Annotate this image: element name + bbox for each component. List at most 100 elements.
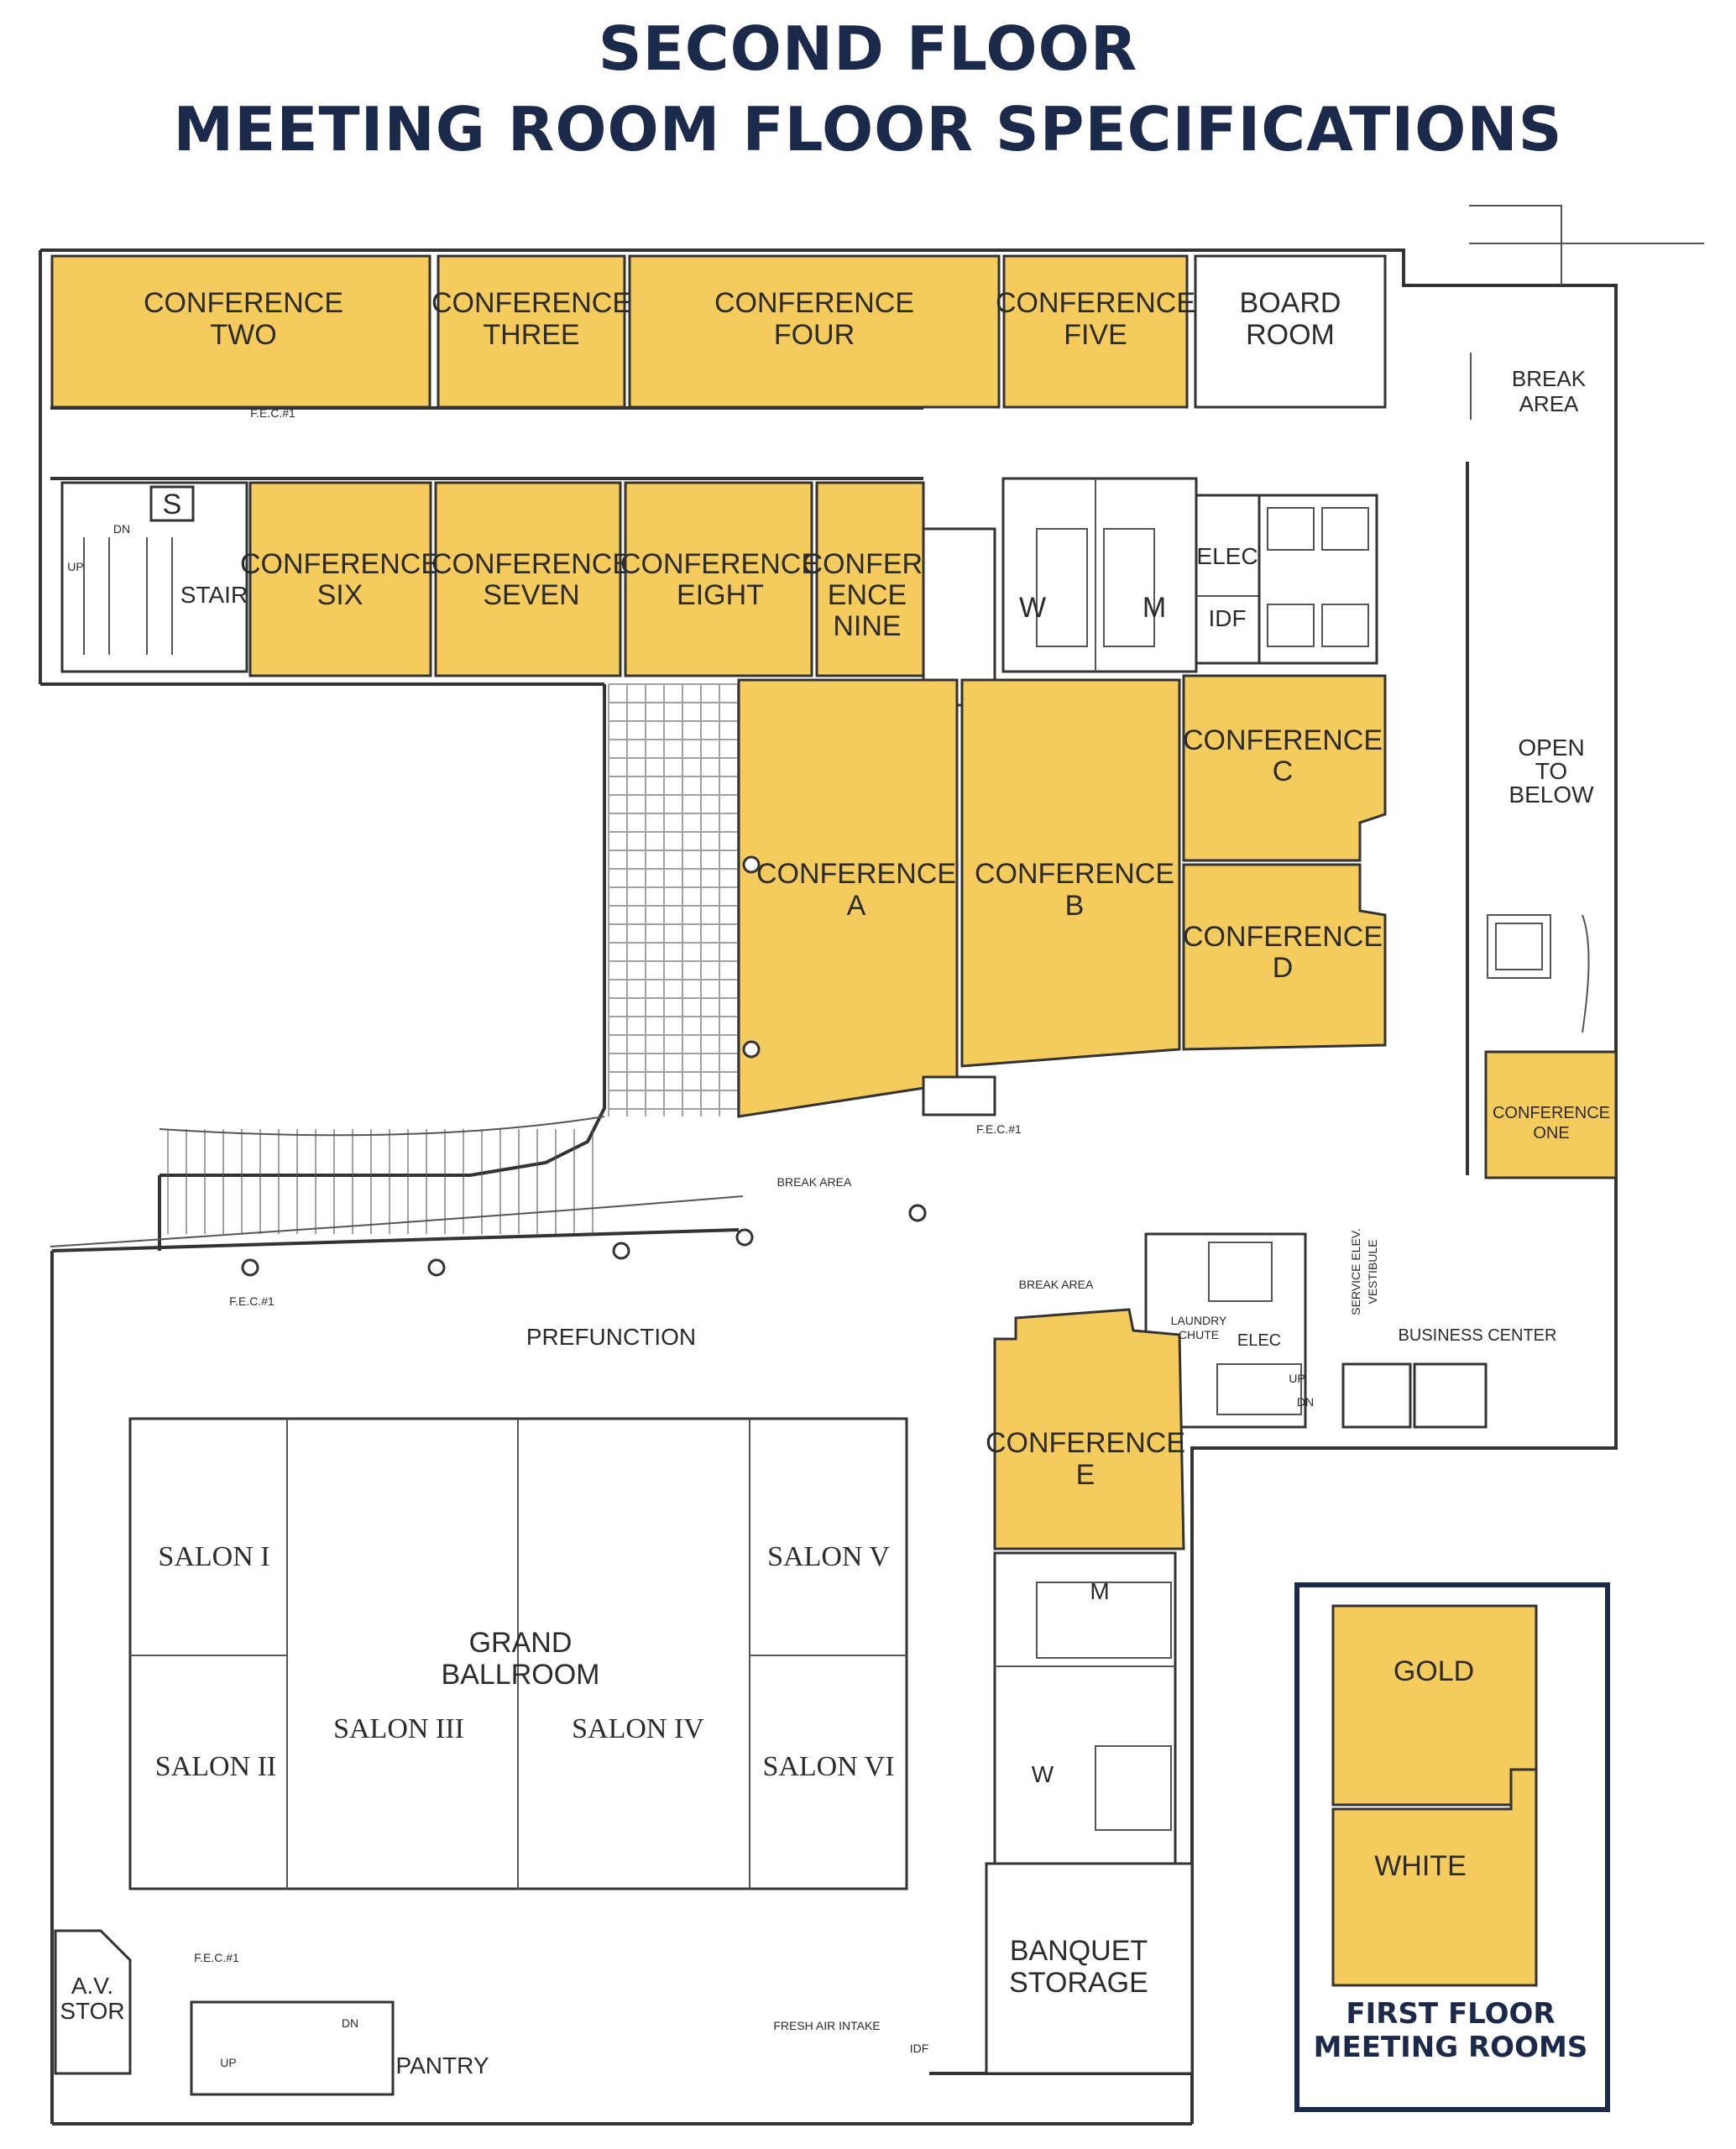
conference-eight-label-1: CONFERENCE — [620, 548, 820, 580]
conference-b-label-1: CONFERENCE — [975, 858, 1174, 890]
service-stair-up-label: UP — [1289, 1372, 1305, 1385]
conference-c-label-1: CONFERENCE — [1183, 724, 1383, 756]
stair-room: S STAIR UP DN — [60, 481, 248, 673]
column — [241, 1258, 259, 1277]
break-area-service-label: BREAK AREA — [1019, 1278, 1094, 1291]
break-area-label-2: AREA — [1519, 391, 1579, 416]
conference-one-room[interactable]: CONFERENCE ONE — [1484, 1050, 1618, 1179]
conference-b-room[interactable]: CONFERENCE B — [960, 678, 1181, 1068]
banquet-storage-room: BANQUET STORAGE — [985, 1862, 1194, 2075]
column — [742, 1040, 761, 1059]
structural-columns — [241, 855, 927, 1277]
av-stor-label-2: STOR — [60, 1998, 124, 2024]
conference-nine-room[interactable]: CONFER- ENCE NINE — [803, 481, 933, 677]
conference-five-room[interactable]: CONFERENCE FIVE — [996, 254, 1195, 409]
stair-dn-label: DN — [113, 522, 130, 536]
grand-ballroom-label-1: GRAND — [469, 1627, 573, 1659]
av-storage-room: A.V. STOR — [54, 1929, 132, 2075]
salon-ii-label: SALON II — [155, 1751, 276, 1782]
conference-e-label-1: CONFERENCE — [986, 1427, 1185, 1459]
mens-restroom-bottom-label: M — [1090, 1578, 1109, 1604]
stair-up-label: UP — [67, 560, 83, 573]
title-line-1: SECOND FLOOR — [598, 13, 1138, 84]
conference-seven-label-2: SEVEN — [483, 579, 579, 611]
idf-bottom-label: IDF — [910, 2042, 929, 2055]
elevator-shaft — [922, 1075, 996, 1116]
conference-eight-label-2: EIGHT — [677, 579, 764, 611]
conference-three-label-2: THREE — [483, 319, 579, 351]
conference-five-label-2: FIVE — [1064, 319, 1127, 351]
break-area-label-1: BREAK — [1512, 366, 1587, 391]
conference-e-room[interactable]: CONFERENCE E — [986, 1308, 1185, 1550]
conference-five-label-1: CONFERENCE — [996, 287, 1195, 319]
conference-two-label-2: TWO — [210, 319, 276, 351]
pantry-stair-up-label: UP — [220, 2056, 236, 2069]
fresh-air-intake-label: FRESH AIR INTAKE — [773, 2019, 880, 2032]
laundry-chute-label-2: CHUTE — [1179, 1328, 1219, 1341]
conference-six-label-1: CONFERENCE — [240, 548, 440, 580]
salon-iv-label: SALON IV — [572, 1713, 704, 1744]
board-room[interactable]: BOARD ROOM — [1194, 254, 1387, 409]
elec-idf-rooms: ELEC IDF — [1195, 494, 1378, 665]
gold-label: GOLD — [1394, 1655, 1474, 1687]
pantry-label: PANTRY — [396, 2052, 489, 2078]
conference-four-label-2: FOUR — [774, 319, 855, 351]
conference-d-room[interactable]: CONFERENCE D — [1182, 863, 1387, 1051]
conference-e-label-2: E — [1076, 1459, 1095, 1491]
open-to-below-label-3: BELOW — [1509, 782, 1594, 808]
white-room[interactable]: WHITE — [1331, 1768, 1538, 1987]
open-to-below-label-1: OPEN — [1518, 735, 1584, 761]
conference-one-label-2: ONE — [1533, 1124, 1569, 1142]
conference-six-label-2: SIX — [317, 579, 363, 611]
conference-nine-label-3: NINE — [833, 610, 901, 642]
conference-a-label-2: A — [847, 890, 866, 922]
salon-iii-label: SALON III — [333, 1713, 464, 1744]
fec-label-ab: F.E.C.#1 — [976, 1122, 1022, 1136]
fec-label-bottom: F.E.C.#1 — [194, 1951, 239, 1964]
conference-seven-room[interactable]: CONFERENCE SEVEN — [431, 481, 631, 677]
womens-restroom-bottom-label: W — [1032, 1761, 1054, 1787]
column — [427, 1258, 446, 1277]
laundry-chute-label-1: LAUNDRY — [1171, 1314, 1227, 1327]
courtyard-tiles — [167, 683, 739, 1234]
conference-b-label-2: B — [1065, 890, 1085, 922]
open-to-below-area: OPEN TO BELOW — [1487, 735, 1594, 1033]
conference-four-room[interactable]: CONFERENCE FOUR — [628, 254, 1001, 409]
conference-eight-room[interactable]: CONFERENCE EIGHT — [620, 481, 820, 677]
conference-a-room[interactable]: CONFERENCE A — [737, 678, 959, 1118]
grand-ballroom[interactable]: SALON I SALON II SALON III SALON IV SALO… — [128, 1417, 908, 1890]
banquet-storage-label-2: STORAGE — [1009, 1967, 1148, 1999]
white-label: WHITE — [1374, 1850, 1467, 1882]
legend-title-line-1: FIRST FLOOR — [1346, 1997, 1555, 2031]
grand-ballroom-label-2: BALLROOM — [442, 1659, 600, 1691]
service-stair-dn-label: DN — [1297, 1395, 1314, 1409]
conference-a-label-1: CONFERENCE — [756, 858, 956, 890]
salon-i-label: SALON I — [158, 1541, 269, 1572]
conference-two-room[interactable]: CONFERENCE TWO — [50, 254, 431, 409]
gold-room[interactable]: GOLD — [1331, 1604, 1538, 1807]
conference-three-room[interactable]: CONFERENCE THREE — [431, 254, 631, 409]
conference-nine-label-2: ENCE — [828, 579, 907, 611]
service-area: LAUNDRY CHUTE ELEC UP DN SERVICE ELEV. V… — [1019, 1228, 1557, 1429]
business-center-label: BUSINESS CENTER — [1399, 1326, 1557, 1345]
conference-three-label-1: CONFERENCE — [431, 287, 631, 319]
board-room-label-2: ROOM — [1246, 319, 1335, 351]
conference-seven-label-1: CONFERENCE — [431, 548, 631, 580]
womens-restroom-label: W — [1019, 592, 1046, 624]
conference-d-label-1: CONFERENCE — [1183, 921, 1383, 953]
conference-d-label-2: D — [1273, 952, 1294, 984]
restrooms-top: W M — [922, 477, 1198, 707]
conference-one-label-1: CONFERENCE — [1493, 1104, 1610, 1122]
conference-four-label-1: CONFERENCE — [714, 287, 914, 319]
conference-c-room[interactable]: CONFERENCE C — [1182, 674, 1387, 862]
pantry-stair-dn-label: DN — [342, 2016, 358, 2030]
conference-six-room[interactable]: CONFERENCE SIX — [240, 481, 440, 677]
fec-label-left: F.E.C.#1 — [229, 1294, 275, 1308]
break-area-top: BREAK AREA — [1470, 353, 1587, 420]
legend-title-line-2: MEETING ROOMS — [1314, 2031, 1588, 2064]
column — [612, 1242, 630, 1260]
prefunction-label: PREFUNCTION — [526, 1324, 696, 1350]
salon-v-label: SALON V — [767, 1541, 890, 1572]
salon-vi-label: SALON VI — [762, 1751, 894, 1782]
column — [735, 1228, 754, 1247]
